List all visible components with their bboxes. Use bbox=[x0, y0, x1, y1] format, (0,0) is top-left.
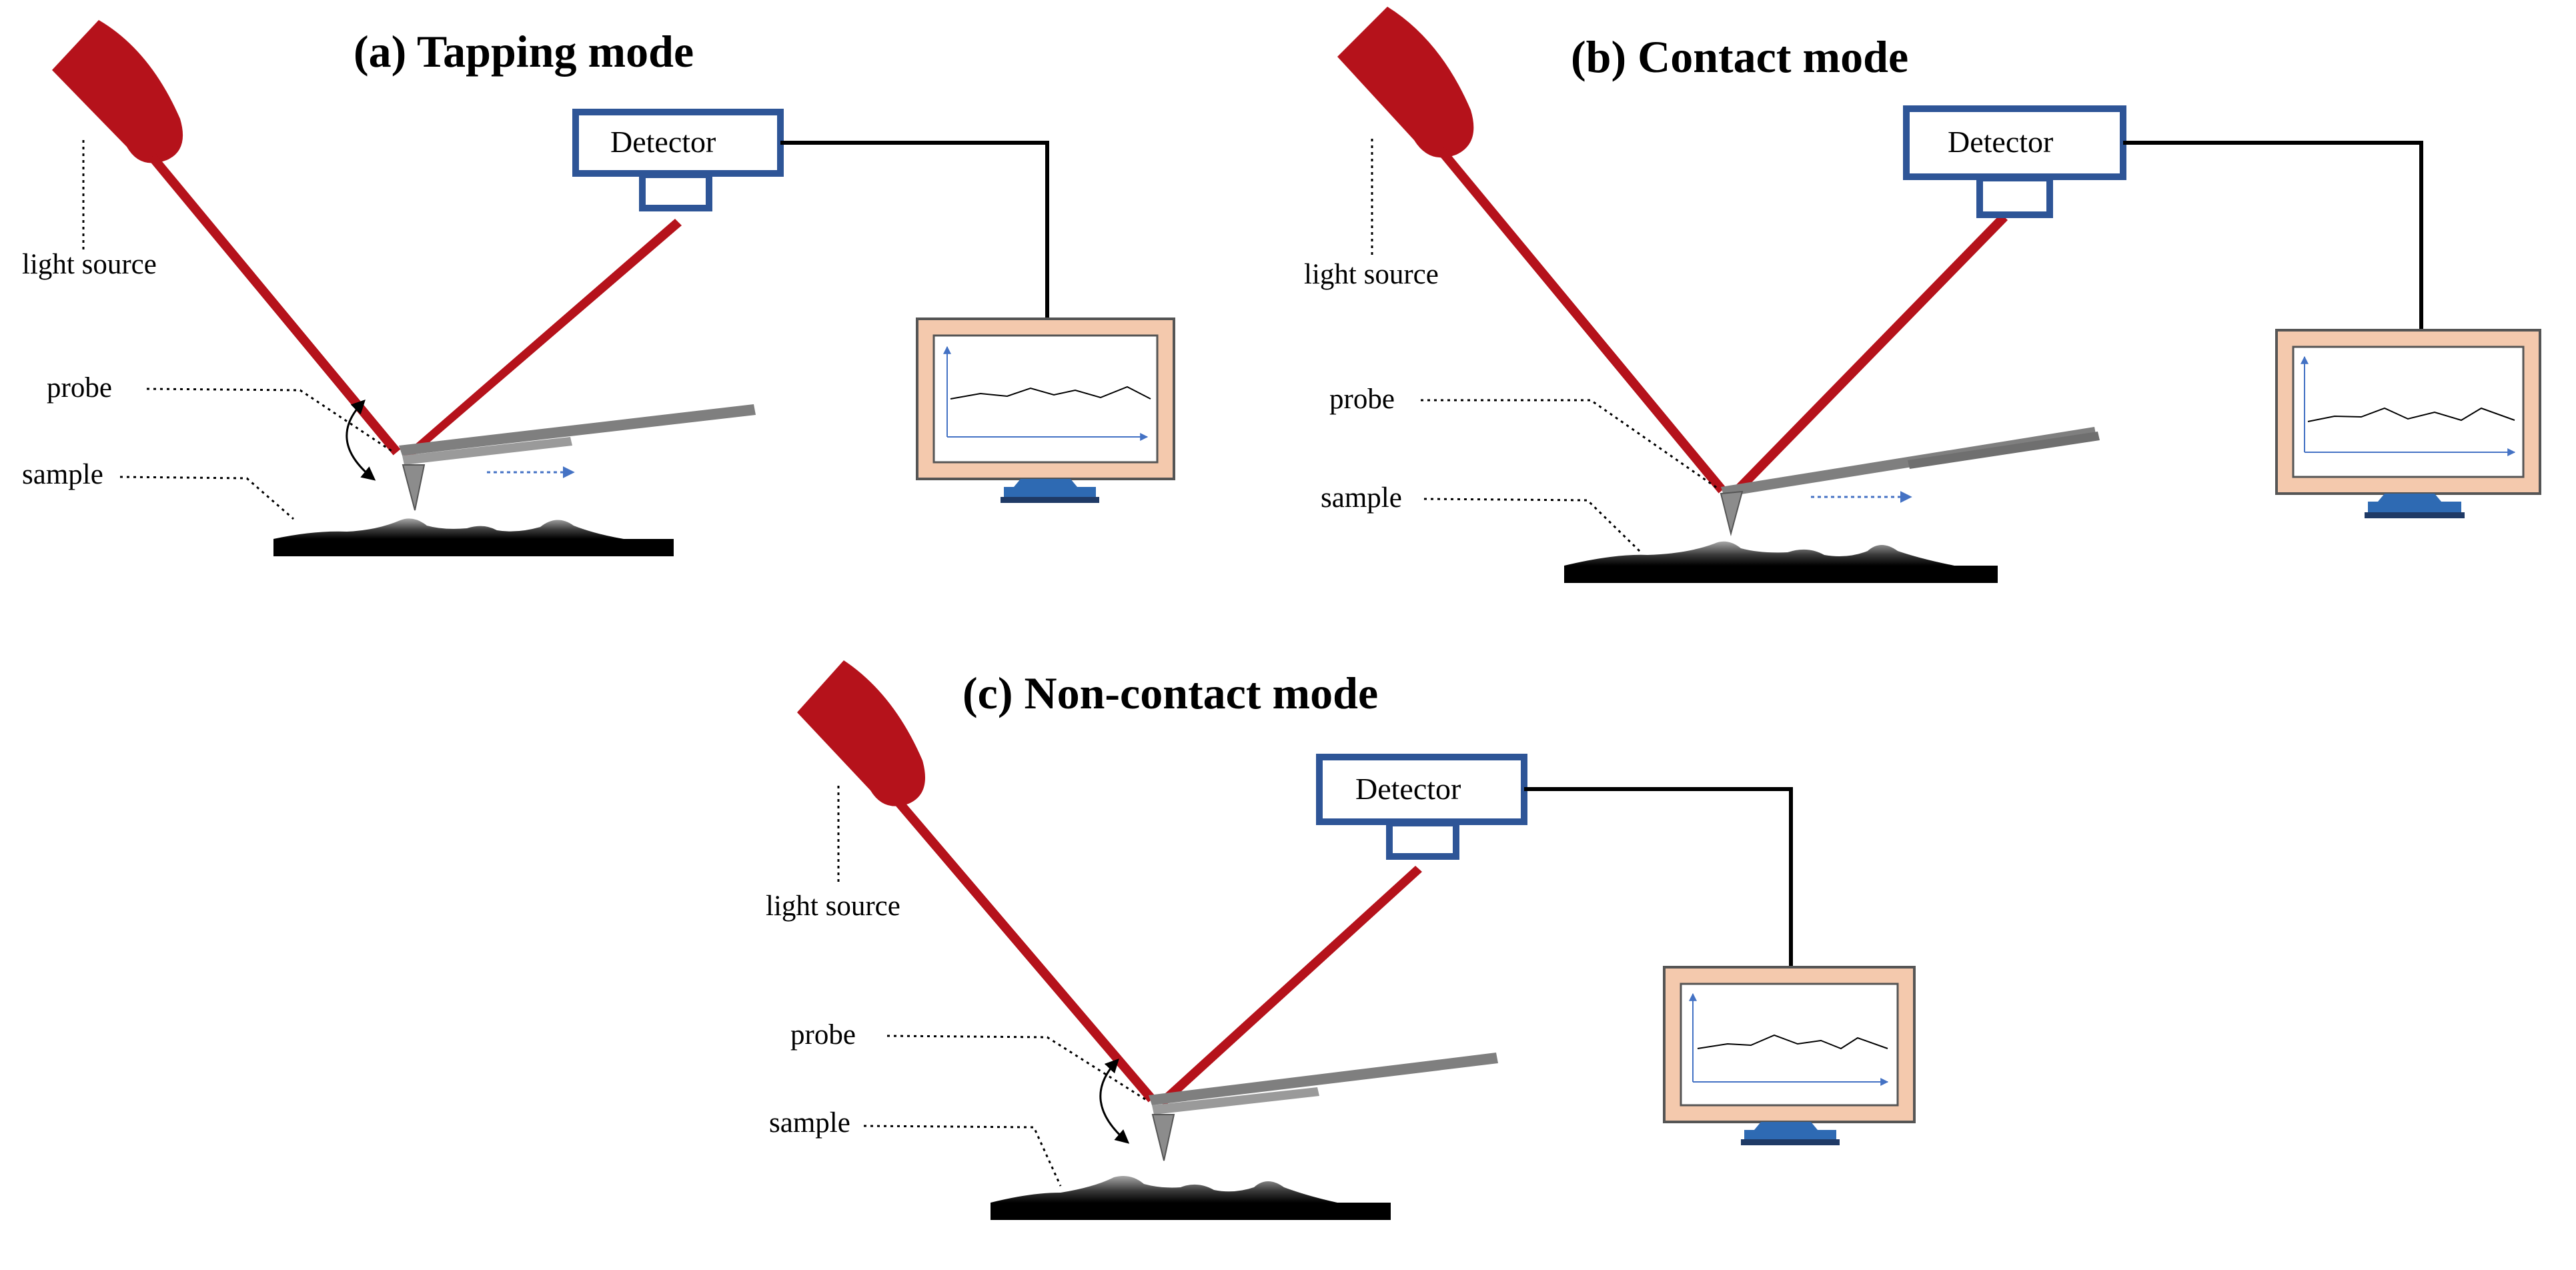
detector-label: Detector bbox=[1355, 772, 1461, 806]
sample bbox=[1564, 541, 1998, 583]
detector-cable bbox=[2123, 141, 2423, 330]
sample-leader bbox=[863, 1125, 1062, 1187]
monitor bbox=[1663, 966, 1916, 1145]
probe-label: probe bbox=[1329, 384, 1395, 415]
sample-leader bbox=[119, 476, 294, 520]
light-source-icon bbox=[1337, 7, 1474, 158]
monitor bbox=[2275, 329, 2541, 518]
detector-cable bbox=[1524, 787, 1793, 967]
detector: Detector bbox=[1903, 105, 2126, 218]
cantilever bbox=[399, 404, 756, 511]
light-source-label: light source bbox=[1304, 259, 1439, 290]
sample-label: sample bbox=[1321, 482, 1402, 514]
detector: Detector bbox=[572, 109, 784, 211]
panel-a: (a) Tapping mode light source Detector bbox=[22, 20, 1175, 556]
sample bbox=[991, 1175, 1391, 1220]
incident-laser-beam bbox=[1437, 147, 1726, 494]
probe-label: probe bbox=[47, 372, 112, 404]
probe-leader bbox=[146, 388, 394, 454]
panel-title: (a) Tapping mode bbox=[354, 26, 694, 77]
sample bbox=[273, 518, 674, 556]
oscillation-arrow bbox=[1099, 1058, 1130, 1144]
incident-laser-beam bbox=[148, 153, 401, 456]
detector-label: Detector bbox=[610, 125, 716, 159]
cantilever bbox=[1720, 427, 2100, 536]
sample-label: sample bbox=[22, 459, 103, 490]
panel-b: (b) Contact mode light source Detector bbox=[1304, 7, 2541, 583]
sample-label: sample bbox=[769, 1107, 850, 1139]
probe-label: probe bbox=[790, 1019, 856, 1051]
oscillation-arrow bbox=[346, 400, 376, 481]
cantilever bbox=[1149, 1053, 1498, 1161]
light-source-icon bbox=[52, 20, 183, 163]
probe-leader bbox=[886, 1035, 1148, 1102]
reflected-laser-beam bbox=[1157, 866, 1422, 1106]
detector: Detector bbox=[1316, 754, 1527, 860]
panel-title: (b) Contact mode bbox=[1571, 31, 1908, 82]
light-source-label: light source bbox=[766, 890, 900, 922]
sample-leader bbox=[1423, 498, 1642, 554]
incident-laser-beam bbox=[893, 797, 1156, 1103]
probe-leader bbox=[1421, 399, 1718, 490]
reflected-laser-beam bbox=[1728, 213, 2008, 499]
panel-c: (c) Non-contact mode light source Detect… bbox=[766, 660, 1916, 1220]
light-source-icon bbox=[797, 660, 925, 806]
reflected-laser-beam bbox=[403, 219, 682, 459]
light-source-label: light source bbox=[22, 249, 157, 280]
panel-title: (c) Non-contact mode bbox=[962, 668, 1378, 718]
monitor bbox=[916, 318, 1175, 503]
detector-cable bbox=[780, 141, 1049, 319]
detector-label: Detector bbox=[1948, 125, 2053, 159]
